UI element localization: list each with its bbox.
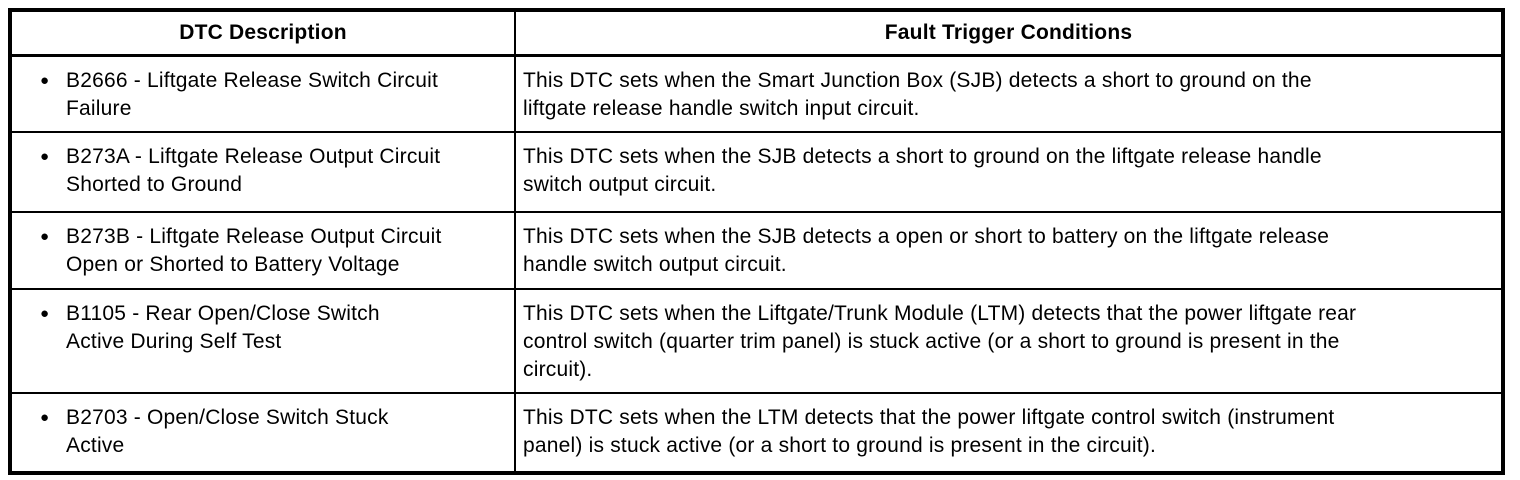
dtc-cell: ● B1105 - Rear Open/Close Switch Active … bbox=[8, 288, 516, 394]
table-row: ● B273B - Liftgate Release Output Circui… bbox=[8, 211, 1505, 290]
fault-condition: This DTC sets when the SJB detects a ope… bbox=[514, 211, 1505, 290]
bullet-icon: ● bbox=[40, 71, 50, 89]
dtc-cell: ● B273B - Liftgate Release Output Circui… bbox=[8, 211, 516, 290]
fault-condition: This DTC sets when the LTM detects that … bbox=[514, 392, 1505, 475]
bullet-icon: ● bbox=[40, 409, 50, 426]
fault-condition: This DTC sets when the Liftgate/Trunk Mo… bbox=[514, 288, 1505, 394]
header-dtc-description: DTC Description bbox=[8, 8, 516, 57]
table-row: ● B273A - Liftgate Release Output Circui… bbox=[8, 131, 1505, 213]
bullet-icon: ● bbox=[40, 228, 50, 245]
dtc-table: DTC Description Fault Trigger Conditions… bbox=[8, 8, 1505, 475]
fault-condition: This DTC sets when the Smart Junction Bo… bbox=[514, 54, 1505, 133]
bullet-icon: ● bbox=[40, 305, 50, 322]
dtc-description: B273A - Liftgate Release Output Circuit … bbox=[66, 145, 441, 196]
dtc-cell: ● B273A - Liftgate Release Output Circui… bbox=[8, 131, 516, 213]
dtc-cell: ● B2703 - Open/Close Switch Stuck Active bbox=[8, 392, 516, 475]
table-row: ● B2666 - Liftgate Release Switch Circui… bbox=[8, 54, 1505, 133]
dtc-description: B2666 - Liftgate Release Switch Circuit … bbox=[66, 68, 438, 120]
table-row: ● B1105 - Rear Open/Close Switch Active … bbox=[8, 288, 1505, 394]
table-header-row: DTC Description Fault Trigger Conditions bbox=[8, 8, 1505, 57]
header-fault-trigger-conditions: Fault Trigger Conditions bbox=[514, 8, 1505, 57]
table-row: ● B2703 - Open/Close Switch Stuck Active… bbox=[8, 392, 1505, 475]
dtc-description: B273B - Liftgate Release Output Circuit … bbox=[66, 225, 442, 276]
dtc-description: B1105 - Rear Open/Close Switch Active Du… bbox=[66, 302, 380, 353]
fault-condition: This DTC sets when the SJB detects a sho… bbox=[514, 131, 1505, 213]
bullet-icon: ● bbox=[40, 148, 50, 165]
dtc-description: B2703 - Open/Close Switch Stuck Active bbox=[66, 406, 389, 457]
dtc-cell: ● B2666 - Liftgate Release Switch Circui… bbox=[8, 54, 516, 133]
